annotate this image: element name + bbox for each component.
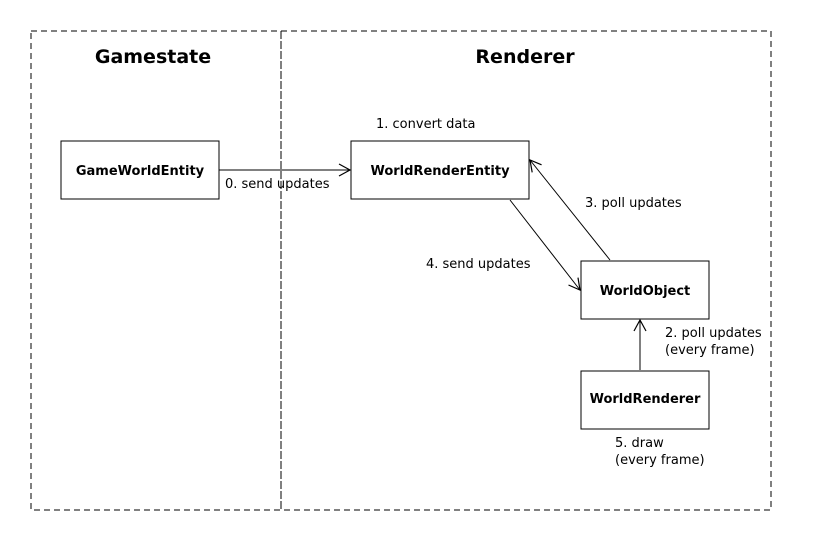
renderer-lane-title: Renderer: [475, 46, 575, 68]
gamestate-lane: [30, 30, 282, 511]
label-poll-updates-2-line1: 2. poll updates: [665, 326, 762, 341]
world-object-label: WorldObject: [600, 284, 691, 299]
renderer-lane: [280, 30, 772, 511]
label-poll-updates-2-line2: (every frame): [665, 343, 755, 358]
world-render-entity-box: WorldRenderEntity: [350, 140, 530, 200]
world-object-box: WorldObject: [580, 260, 710, 320]
game-world-entity-label: GameWorldEntity: [76, 164, 205, 179]
label-poll-updates-3: 3. poll updates: [585, 196, 682, 211]
world-renderer-box: WorldRenderer: [580, 370, 710, 430]
game-world-entity-box: GameWorldEntity: [60, 140, 220, 200]
label-draw-5-line2: (every frame): [615, 453, 705, 468]
gamestate-lane-title: Gamestate: [95, 46, 211, 68]
world-renderer-label: WorldRenderer: [590, 392, 701, 407]
label-send-updates-4: 4. send updates: [426, 257, 531, 272]
label-send-updates-0: 0. send updates: [225, 177, 330, 192]
arrow-poll-updates-3: [529, 159, 611, 261]
label-draw-5-line1: 5. draw: [615, 436, 664, 451]
arrow-send-updates-4: [509, 199, 581, 291]
label-convert-data: 1. convert data: [376, 117, 475, 132]
world-render-entity-label: WorldRenderEntity: [370, 164, 510, 179]
